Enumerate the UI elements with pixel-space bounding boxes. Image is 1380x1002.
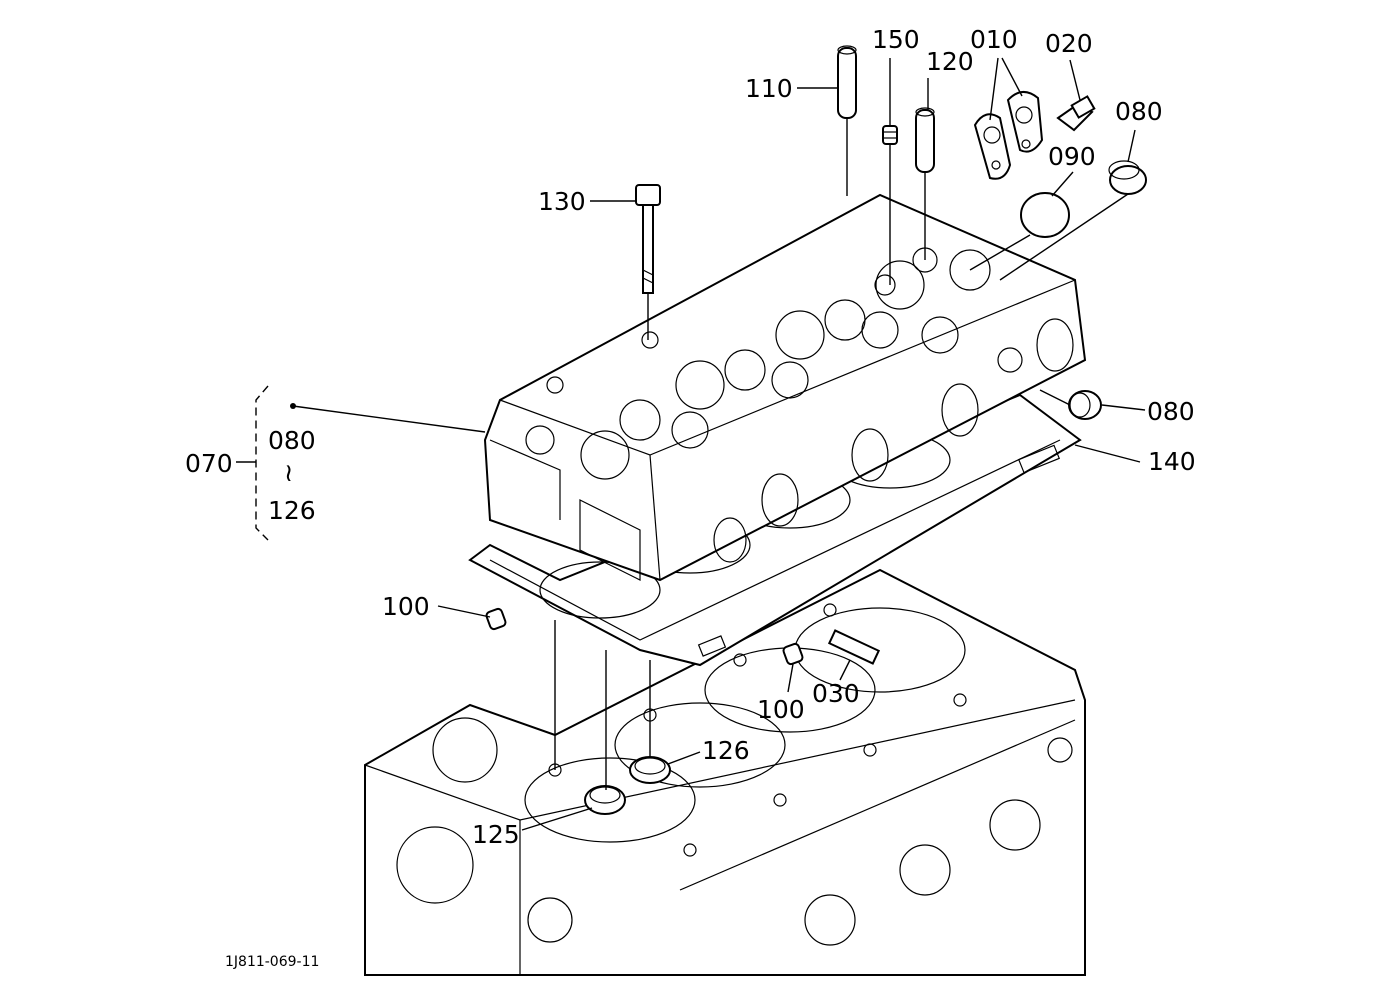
cylinder-block <box>364 568 1086 976</box>
callout-130: 130 <box>538 187 586 216</box>
callout-100-center: 100 <box>757 695 805 724</box>
figure-reference: 1J811-069-11 <box>225 954 319 970</box>
callout-110: 110 <box>745 74 793 103</box>
part-030-stud <box>827 629 881 665</box>
part-126-ring <box>629 756 671 784</box>
part-090-plug <box>1020 192 1070 238</box>
kit-range-from: 080 <box>268 426 316 455</box>
part-100-center-pin <box>782 642 804 666</box>
kit-range-separator: ≀ <box>284 458 293 487</box>
callout-150: 150 <box>872 25 920 54</box>
callout-010: 010 <box>970 25 1018 54</box>
part-020-bolt <box>1056 95 1096 132</box>
part-080-top-cap <box>1108 160 1147 195</box>
callout-020: 020 <box>1045 29 1093 58</box>
part-010-gaskets <box>973 91 1044 180</box>
part-120-valve-guide <box>915 107 935 173</box>
callout-140: 140 <box>1148 447 1196 476</box>
callout-030: 030 <box>812 679 860 708</box>
cylinder-head <box>483 193 1087 582</box>
callout-120: 120 <box>926 47 974 76</box>
part-130-head-bolt <box>635 184 661 294</box>
part-100-left-pin <box>485 607 507 631</box>
callout-080-right: 080 <box>1147 397 1195 426</box>
leader-lines <box>236 57 1146 831</box>
part-110-valve-guide <box>837 45 857 119</box>
part-150-plug <box>882 125 898 145</box>
callout-100-left: 100 <box>382 592 430 621</box>
kit-code: 070 <box>185 449 233 478</box>
callout-125: 125 <box>472 820 520 849</box>
callout-090: 090 <box>1048 142 1096 171</box>
callout-126: 126 <box>702 736 750 765</box>
part-080-right-cap <box>1068 390 1102 420</box>
callout-080-top: 080 <box>1115 97 1163 126</box>
part-125-ring <box>584 785 626 815</box>
kit-range-to: 126 <box>268 496 316 525</box>
